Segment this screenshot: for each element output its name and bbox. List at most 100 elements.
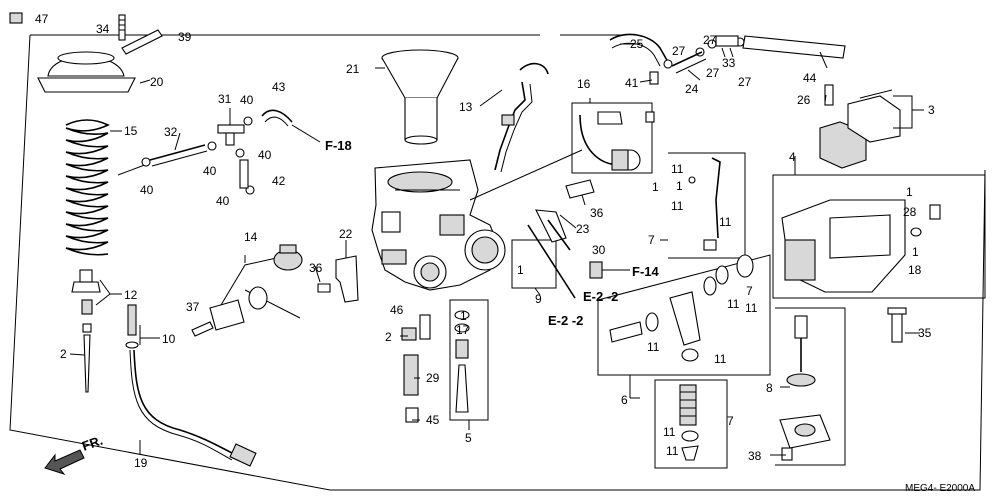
part-needle-jet-5 (454, 310, 470, 413)
part-screw-34 (118, 14, 126, 41)
group-box-9 (511, 239, 557, 289)
front-label: FR. (80, 433, 105, 454)
callout-11g: 11 (745, 301, 758, 315)
part-jet-36 (565, 179, 595, 199)
callout-5: 5 (465, 431, 472, 445)
part-linkage-23 (527, 209, 576, 299)
callout-27d: 27 (738, 75, 752, 89)
callout-6: 6 (621, 393, 628, 407)
callout-f14: F-14 (632, 264, 660, 279)
callout-11i: 11 (666, 444, 679, 458)
part-funnel-21 (381, 49, 459, 145)
callout-36a: 36 (309, 261, 323, 275)
callout-24: 24 (685, 82, 699, 96)
callout-46: 46 (390, 303, 404, 317)
callout-9: 9 (535, 292, 542, 306)
callout-27b: 27 (703, 33, 717, 47)
part-clip-40-set (141, 116, 255, 195)
callout-11h: 11 (663, 425, 676, 439)
group-box-7b (654, 379, 728, 469)
part-hose-44 (742, 35, 846, 59)
callout-14: 14 (244, 230, 258, 244)
callout-2a: 2 (60, 347, 67, 361)
part-hose-24 (671, 51, 707, 74)
callout-1b: 1 (517, 263, 524, 277)
callout-47: 47 (35, 12, 49, 26)
part-spring-15 (65, 119, 110, 256)
frame-border (9, 34, 986, 491)
callout-20: 20 (150, 75, 164, 89)
callout-e22b: E-2 -2 (548, 313, 583, 328)
callout-45: 45 (426, 413, 440, 427)
callout-40d: 40 (258, 148, 272, 162)
bracket-3 (893, 95, 913, 129)
part-cable-16 (579, 111, 655, 171)
callout-e22a: E-2 -2 (583, 289, 618, 304)
callout-4: 4 (789, 150, 796, 164)
callout-40c: 40 (203, 164, 217, 178)
callout-11c: 11 (719, 215, 732, 229)
callout-43: 43 (272, 80, 286, 94)
part-bolt-47 (9, 12, 23, 24)
callout-8: 8 (766, 381, 773, 395)
callout-38: 38 (748, 449, 762, 463)
group-box-4 (772, 174, 986, 299)
part-screw-37 (191, 321, 214, 337)
callout-35: 35 (918, 326, 932, 340)
callout-17: 17 (456, 323, 470, 337)
group-box-6 (597, 254, 771, 376)
callout-21: 21 (346, 62, 360, 76)
callout-36b: 36 (590, 206, 604, 220)
callout-16: 16 (577, 77, 591, 91)
group-box-8 (775, 307, 846, 466)
callout-39: 39 (178, 30, 192, 44)
part-screw-36 (317, 283, 331, 293)
callout-11f: 11 (727, 297, 740, 311)
callout-23: 23 (576, 222, 590, 236)
callout-19: 19 (134, 456, 148, 470)
group-box-7a (668, 152, 746, 259)
part-hose-42 (239, 159, 249, 189)
callout-1e: 1 (912, 245, 919, 259)
callout-27c: 27 (706, 66, 720, 80)
part-screw-30 (589, 261, 630, 279)
part-top-cover-20 (37, 51, 136, 93)
part-hose-32 (117, 144, 208, 176)
callout-40e: 40 (216, 194, 230, 208)
part-pin-41 (649, 71, 659, 85)
callout-42: 42 (272, 174, 286, 188)
part-jet-46 (401, 314, 431, 341)
part-tee-33 (715, 35, 739, 47)
part-valve-26 (824, 84, 893, 106)
part-valve-group-6 (609, 254, 754, 362)
callout-1c: 1 (652, 180, 659, 194)
callout-1d: 1 (906, 185, 913, 199)
group-box-16 (571, 102, 653, 174)
callout-34: 34 (96, 22, 110, 36)
part-tube-29 (403, 354, 419, 423)
callout-13: 13 (459, 100, 473, 114)
callout-22: 22 (339, 227, 353, 241)
part-diaphragm-14 (209, 244, 303, 331)
callout-44: 44 (803, 71, 817, 85)
part-bracket-22 (335, 255, 359, 303)
callout-7a: 7 (648, 233, 655, 247)
callout-7c: 7 (727, 414, 734, 428)
callout-37: 37 (186, 300, 200, 314)
callout-1f: 1 (676, 179, 683, 193)
group-box-5 (449, 299, 489, 421)
callout-40a: 40 (140, 183, 154, 197)
leader-lines (69, 43, 924, 456)
callout-3: 3 (928, 103, 935, 117)
front-arrow-icon (44, 449, 85, 475)
callout-15: 15 (124, 124, 138, 138)
callout-26: 26 (797, 93, 811, 107)
callout-27a: 27 (672, 44, 686, 58)
callout-11d: 11 (647, 340, 660, 354)
part-cable-19 (125, 304, 257, 467)
part-spring-7b (679, 384, 699, 461)
part-tee-31 (217, 108, 245, 146)
part-hose-43 (261, 109, 321, 143)
callout-labels: 47 34 39 20 15 12 2 10 19 32 40 31 40 40… (35, 12, 975, 494)
